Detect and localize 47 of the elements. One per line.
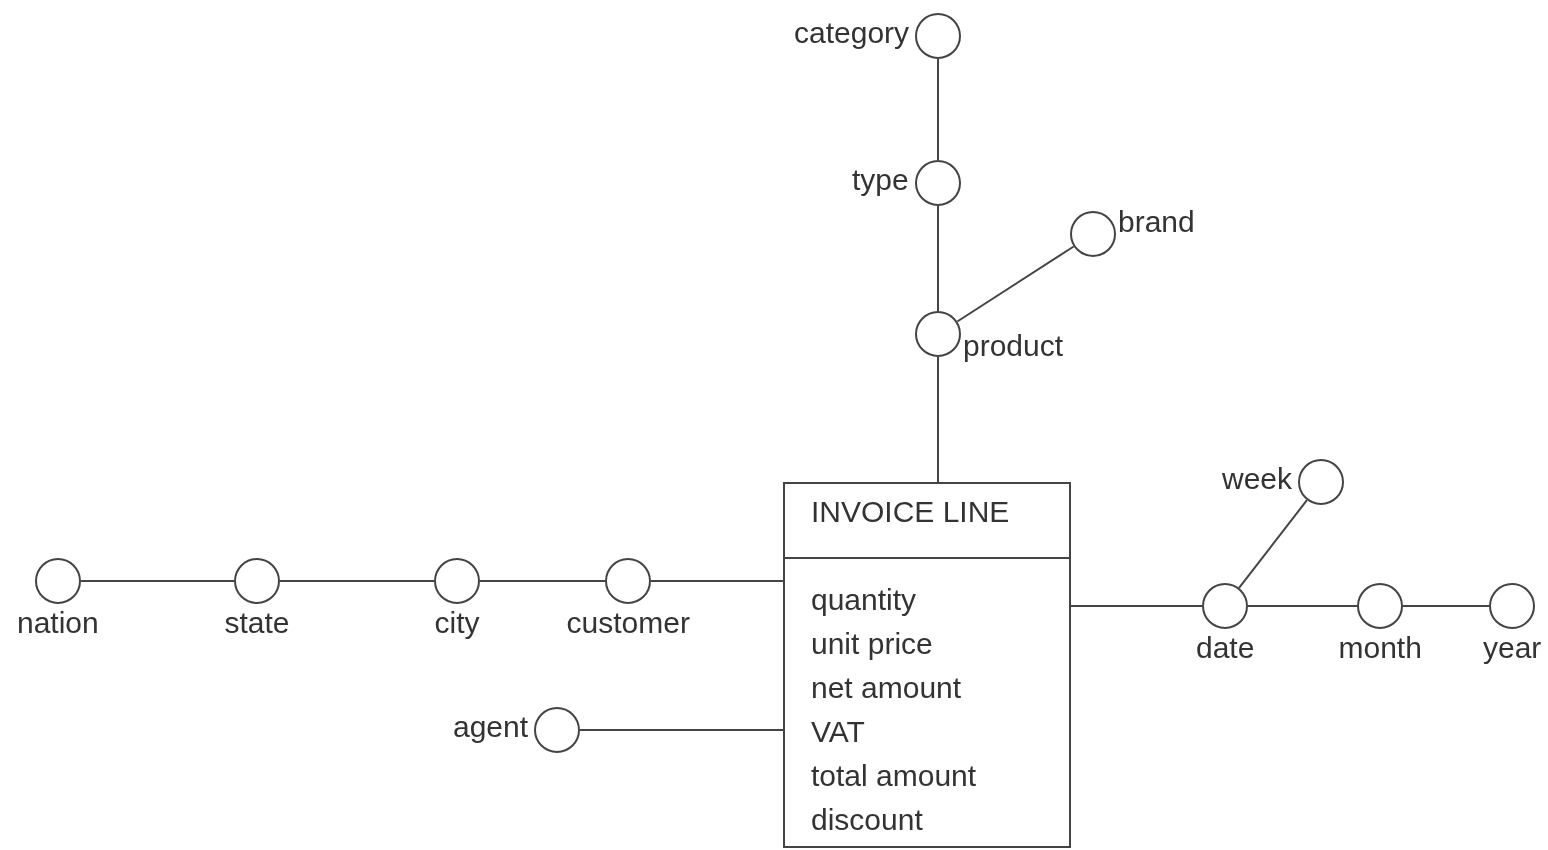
connector-line [279, 580, 435, 582]
connector-line [80, 580, 235, 582]
attribute-circle [1202, 583, 1248, 629]
attribute-label: product [963, 329, 1064, 363]
connector-line [937, 205, 939, 312]
attribute-circle [434, 558, 480, 604]
connector-line [1402, 605, 1490, 607]
measure-name: discount [811, 802, 923, 838]
attribute-label: agent [453, 710, 529, 744]
measure-name: net amount [811, 670, 962, 706]
attribute-label: nation [17, 606, 99, 640]
attribute-circle [1070, 211, 1116, 257]
attribute-circle [605, 558, 651, 604]
attribute-label: date [1196, 631, 1255, 665]
attribute-label: year [1483, 631, 1542, 665]
attribute-circle [1489, 583, 1535, 629]
attribute-circle [234, 558, 280, 604]
attribute-label: month [1338, 631, 1422, 665]
measure-name: unit price [811, 626, 933, 662]
connector-line [479, 580, 606, 582]
attribute-circle [915, 160, 961, 206]
attribute-circle [1298, 459, 1344, 505]
attribute-label: city [434, 606, 480, 640]
attribute-label: brand [1118, 205, 1195, 239]
connector-line [937, 58, 939, 161]
measure-name: VAT [811, 714, 865, 750]
attribute-label: week [1222, 462, 1293, 496]
measure-name: quantity [811, 582, 917, 618]
connector-line [650, 580, 784, 582]
attribute-circle [915, 13, 961, 59]
connector-line [1247, 605, 1358, 607]
attribute-label: customer [566, 606, 690, 640]
attribute-label: state [224, 606, 290, 640]
connector-line [1238, 499, 1308, 589]
fact-box [783, 482, 1071, 848]
connector-line [956, 245, 1075, 323]
connector-line [1070, 605, 1203, 607]
attribute-circle [534, 707, 580, 753]
attribute-circle [35, 558, 81, 604]
connector-line [937, 356, 939, 483]
measure-name: total amount [811, 758, 977, 794]
attribute-circle [915, 311, 961, 357]
connector-line [579, 729, 784, 731]
attribute-circle [1357, 583, 1403, 629]
attribute-label: category [794, 16, 910, 50]
fact-title: INVOICE LINE [811, 494, 1010, 530]
attribute-label: type [852, 163, 909, 197]
